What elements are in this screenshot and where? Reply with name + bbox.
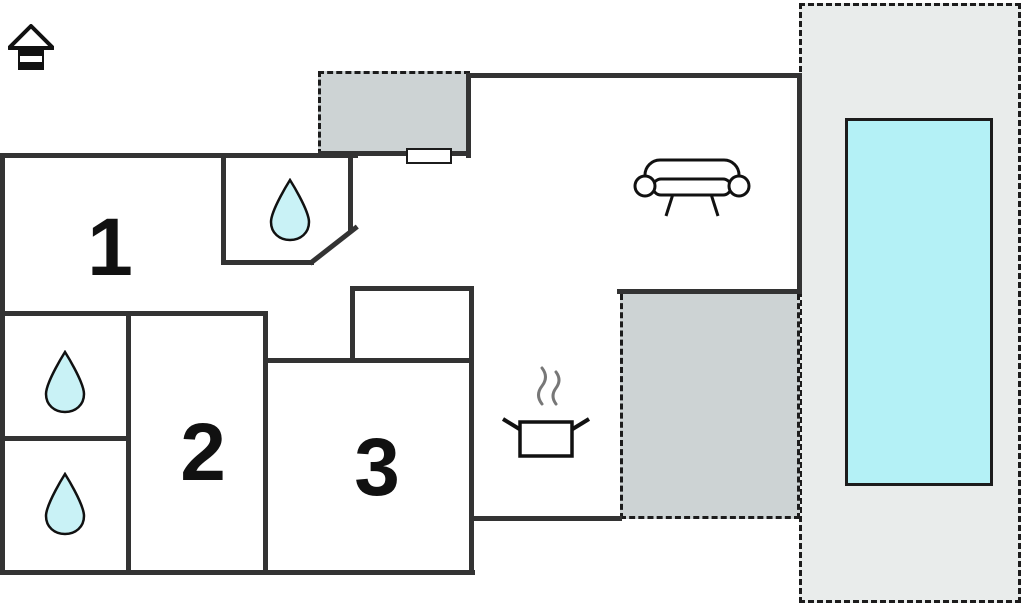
wall-bath-chamfer (308, 224, 359, 266)
wall-terrace-bottom-top (617, 289, 802, 294)
wall-living-bottom (469, 516, 622, 521)
drop-shape (269, 178, 311, 242)
steam-line (537, 366, 547, 406)
stove-pot-icon (501, 366, 591, 458)
pool-area (799, 3, 1021, 603)
sofa-seat (651, 177, 733, 197)
room-2-label: 2 (180, 407, 226, 498)
drop-shape (44, 472, 86, 536)
door-opening-marker (406, 148, 452, 164)
pot-handle-right (569, 417, 591, 432)
room-3-label: 3 (354, 422, 400, 513)
room-1-label: 1 (87, 202, 133, 293)
wall-room1-top (0, 153, 358, 158)
wall-bottom-outer (0, 570, 475, 575)
sofa-arm-right (727, 174, 751, 198)
wall-smallroom-left (350, 286, 355, 363)
terrace-bottom (620, 294, 800, 519)
sofa-leg-right (709, 193, 720, 217)
wall-terrace-top-right (466, 73, 471, 158)
wall-terrace-top-bottom (318, 151, 471, 156)
north-house-icon (8, 24, 54, 70)
house-base-stripe (20, 56, 42, 62)
pot-body (518, 420, 574, 458)
drop-shape (44, 350, 86, 414)
terrace-top (318, 71, 470, 155)
wall-bath-left (221, 153, 226, 265)
wall-left-outer (0, 153, 5, 575)
sofa-icon (633, 158, 751, 217)
sofa-leg-left (664, 193, 675, 217)
water-drop-icon (269, 178, 311, 242)
wall-bath-bottom (221, 260, 314, 265)
wall-living-top (466, 73, 802, 78)
wall-room3-right (469, 286, 474, 575)
wall-drops-divider (0, 436, 130, 441)
swimming-pool (845, 118, 993, 486)
wall-room3-top (263, 358, 474, 363)
water-drop-icon (44, 350, 86, 414)
wall-room2-right (263, 311, 268, 575)
steam-line (551, 370, 561, 406)
wall-drops-right (126, 311, 131, 575)
pot-handle-left (501, 417, 523, 432)
sofa-arm-left (633, 174, 657, 198)
wall-smallroom-top (350, 286, 474, 291)
wall-living-right (797, 73, 802, 294)
water-drop-icon (44, 472, 86, 536)
house-roof (8, 24, 54, 50)
wall-room1-bottom (0, 311, 268, 316)
wall-bath-right (348, 153, 353, 233)
